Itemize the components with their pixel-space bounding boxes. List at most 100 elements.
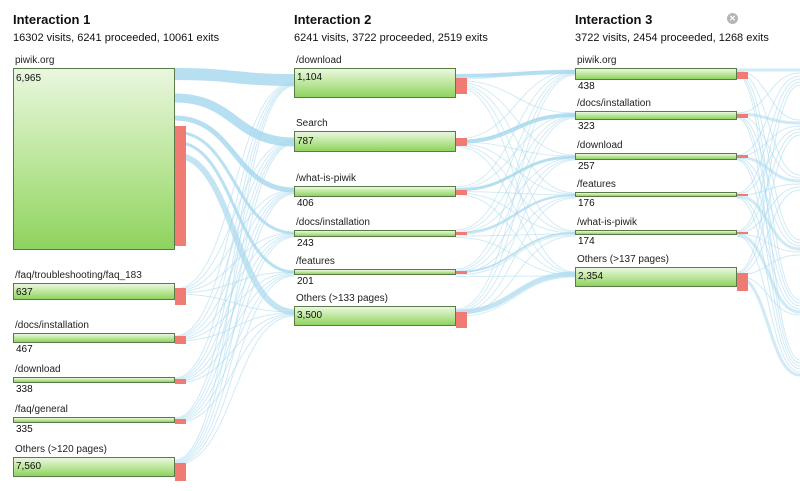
flow-link	[455, 146, 576, 274]
node-bar[interactable]	[575, 230, 737, 235]
node-label[interactable]: /what-is-piwik	[577, 217, 638, 228]
flow-link	[455, 74, 576, 310]
node-value: 7,560	[16, 461, 42, 472]
flow-link	[174, 93, 295, 147]
node-bar[interactable]	[13, 377, 175, 383]
node-label[interactable]: /faq/troubleshooting/faq_183	[15, 270, 142, 281]
node-label[interactable]: /docs/installation	[296, 217, 370, 228]
node-label[interactable]: Others (>137 pages)	[577, 254, 669, 265]
node-label[interactable]: Search	[296, 118, 328, 129]
node-bar[interactable]	[575, 192, 737, 197]
flow-link	[736, 235, 800, 373]
flow-link	[174, 81, 295, 290]
flow-link	[736, 196, 800, 310]
flow-link	[455, 115, 576, 232]
node-label[interactable]: /download	[296, 55, 342, 66]
node-label[interactable]: /features	[296, 256, 335, 267]
node-exit-bar[interactable]	[175, 126, 186, 247]
flow-link	[455, 144, 576, 233]
node-bar[interactable]	[294, 269, 456, 275]
flow-link	[736, 189, 800, 275]
flow-link	[174, 192, 295, 421]
node-bar[interactable]	[294, 230, 456, 237]
flow-link	[174, 143, 295, 462]
flow-link	[455, 197, 576, 314]
flow-link	[455, 81, 576, 156]
interaction-1-summary: 16302 visits, 6241 proceeded, 10061 exit…	[13, 32, 220, 44]
node-label[interactable]: Others (>133 pages)	[296, 293, 388, 304]
node-value: 243	[297, 238, 314, 249]
node-bar[interactable]	[13, 283, 175, 300]
node-exit-bar[interactable]	[456, 312, 467, 329]
flow-link	[736, 233, 800, 314]
node-exit-bar[interactable]	[456, 189, 467, 195]
flow-link	[736, 197, 800, 370]
node-label[interactable]: /faq/general	[15, 404, 68, 415]
node-bar[interactable]	[13, 457, 175, 477]
flow-link	[455, 83, 576, 194]
node-exit-bar[interactable]	[175, 378, 186, 384]
flow-link	[455, 141, 576, 157]
close-icon[interactable]: ✕	[727, 13, 738, 24]
flow-link	[455, 70, 576, 140]
node-exit-bar[interactable]	[737, 273, 748, 292]
node-bar[interactable]	[294, 131, 456, 152]
flow-link	[455, 194, 576, 275]
node-exit-bar[interactable]	[456, 77, 467, 94]
node-label[interactable]: piwik.org	[577, 55, 617, 66]
interaction-3-title: Interaction 3	[575, 12, 653, 27]
flow-link	[455, 235, 576, 316]
node-bar[interactable]	[13, 68, 175, 250]
node-label[interactable]: /download	[577, 140, 623, 151]
flow-link	[174, 191, 295, 381]
flow-link	[455, 117, 576, 311]
flow-link	[174, 82, 295, 337]
node-exit-bar[interactable]	[175, 336, 186, 345]
node-value: 338	[16, 384, 33, 395]
node-bar[interactable]	[294, 186, 456, 197]
node-exit-bar[interactable]	[456, 270, 467, 274]
node-label[interactable]: piwik.org	[15, 55, 55, 66]
node-exit-bar[interactable]	[737, 71, 748, 79]
node-exit-bar[interactable]	[175, 418, 186, 424]
flow-link	[455, 72, 576, 231]
node-bar[interactable]	[575, 68, 737, 80]
node-label[interactable]: /download	[15, 364, 61, 375]
node-exit-bar[interactable]	[737, 231, 748, 234]
flow-link	[455, 73, 576, 270]
node-value: 467	[16, 344, 33, 355]
node-label[interactable]: Others (>120 pages)	[15, 444, 107, 455]
node-exit-bar[interactable]	[456, 232, 467, 236]
node-bar[interactable]	[13, 333, 175, 343]
node-value: 637	[16, 287, 33, 298]
node-exit-bar[interactable]	[737, 193, 748, 196]
node-label[interactable]: /what-is-piwik	[296, 173, 357, 184]
node-bar[interactable]	[294, 68, 456, 98]
flow-link	[174, 68, 295, 86]
node-bar[interactable]	[575, 111, 737, 120]
node-bar[interactable]	[294, 306, 456, 326]
flow-link	[455, 69, 576, 80]
node-bar[interactable]	[575, 153, 737, 160]
flow-link	[736, 159, 800, 367]
interaction-1-title: Interaction 1	[13, 12, 91, 27]
node-value: 6,965	[16, 73, 42, 84]
flow-link	[174, 83, 295, 379]
flow-link	[736, 84, 800, 273]
interaction-2-summary: 6241 visits, 3722 proceeded, 2519 exits	[294, 32, 488, 44]
node-exit-bar[interactable]	[737, 155, 748, 159]
node-label[interactable]: /features	[577, 179, 616, 190]
node-bar[interactable]	[13, 417, 175, 423]
node-value: 323	[578, 121, 595, 132]
node-exit-bar[interactable]	[737, 113, 748, 118]
node-value: 3,500	[297, 310, 323, 321]
node-label[interactable]: /docs/installation	[15, 320, 89, 331]
node-exit-bar[interactable]	[456, 137, 467, 146]
node-exit-bar[interactable]	[175, 463, 186, 482]
node-label[interactable]: /docs/installation	[577, 98, 651, 109]
node-bar[interactable]	[575, 267, 737, 287]
node-exit-bar[interactable]	[175, 288, 186, 306]
flow-link	[455, 80, 576, 114]
flow-link	[455, 84, 576, 232]
flow-link	[736, 131, 800, 233]
